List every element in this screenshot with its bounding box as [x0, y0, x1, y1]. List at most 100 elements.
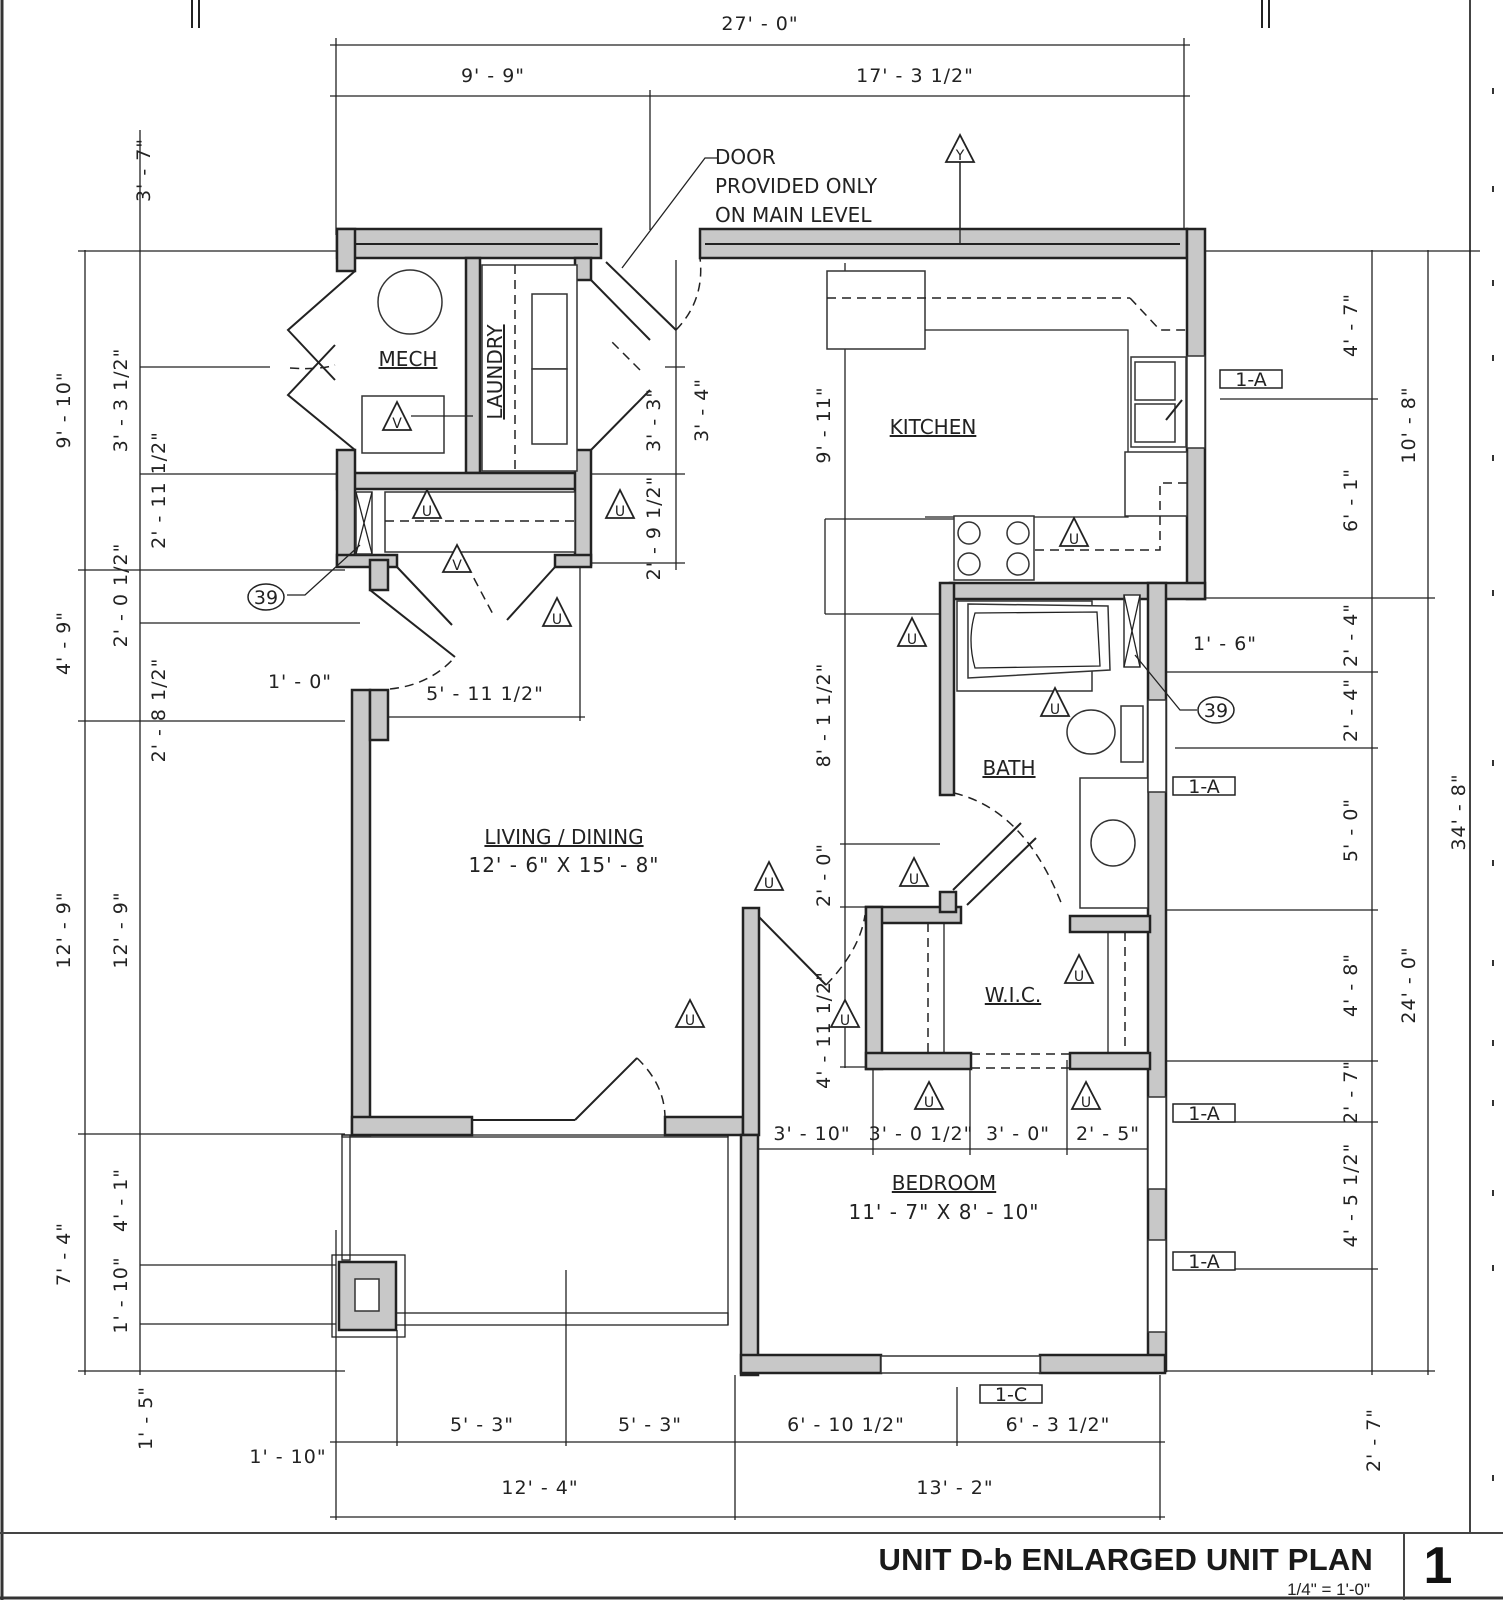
marker-u — [1063, 952, 1095, 984]
svg-text:U: U — [764, 876, 774, 892]
svg-text:17' - 3 1/2": 17' - 3 1/2" — [856, 65, 974, 87]
marker-v-mech — [381, 399, 413, 431]
svg-text:6' - 1": 6' - 1" — [1340, 468, 1362, 532]
svg-text:1' - 6": 1' - 6" — [1193, 633, 1257, 655]
water-heater — [377, 269, 443, 335]
fixtures — [331, 264, 1206, 1374]
svg-text:4' - 1": 4' - 1" — [110, 1168, 132, 1232]
room-label-laundry: LAUNDRY — [483, 324, 507, 420]
svg-text:Y: Y — [955, 148, 965, 164]
dimension-lines — [78, 38, 1480, 1520]
svg-text:3' - 3 1/2": 3' - 3 1/2" — [110, 348, 132, 453]
svg-text:5' - 0": 5' - 0" — [1340, 798, 1362, 862]
marker-u — [1039, 685, 1071, 717]
marker-u — [829, 998, 861, 1028]
svg-text:4' - 9": 4' - 9" — [53, 611, 75, 675]
svg-text:2' - 0": 2' - 0" — [813, 843, 835, 907]
drawing-scale: 1/4" = 1'-0" — [1287, 1580, 1370, 1599]
svg-text:3' - 0": 3' - 0" — [986, 1123, 1050, 1145]
svg-text:DOOR: DOOR — [715, 145, 776, 169]
svg-text:1-C: 1-C — [995, 1384, 1027, 1406]
room-label-living: LIVING / DINING — [484, 825, 643, 849]
svg-text:ON MAIN LEVEL: ON MAIN LEVEL — [715, 203, 872, 227]
marker-u — [896, 615, 928, 647]
svg-text:2' - 5": 2' - 5" — [1076, 1123, 1140, 1145]
svg-text:U: U — [924, 1095, 934, 1111]
svg-text:8' - 1 1/2": 8' - 1 1/2" — [813, 663, 835, 768]
svg-text:4' - 8": 4' - 8" — [1340, 953, 1362, 1017]
room-label-wic: W.I.C. — [985, 983, 1041, 1007]
svg-text:4' - 11 1/2": 4' - 11 1/2" — [813, 971, 835, 1089]
drawing-number-box: 1 — [1403, 1534, 1471, 1600]
dimension-text: 27' - 0" 9' - 9" 17' - 3 1/2" 9' - 10" 4… — [53, 13, 1470, 1499]
refrigerator — [826, 270, 926, 350]
svg-text:U: U — [1050, 702, 1060, 718]
washer — [531, 293, 568, 370]
marker-u — [898, 855, 930, 887]
svg-text:27' - 0": 27' - 0" — [721, 13, 798, 35]
svg-text:12' - 9": 12' - 9" — [53, 891, 75, 968]
marker-u — [604, 487, 636, 519]
svg-text:5' - 3": 5' - 3" — [450, 1414, 514, 1436]
svg-text:2' - 7": 2' - 7" — [1340, 1060, 1362, 1124]
svg-text:2' - 9 1/2": 2' - 9 1/2" — [643, 476, 665, 581]
svg-text:3' - 4": 3' - 4" — [691, 378, 713, 442]
svg-text:39: 39 — [254, 587, 278, 609]
drawing-number: 1 — [1423, 1537, 1453, 1595]
svg-text:4' - 5 1/2": 4' - 5 1/2" — [1340, 1143, 1362, 1248]
svg-text:U: U — [1074, 969, 1084, 985]
svg-text:6' - 3 1/2": 6' - 3 1/2" — [1006, 1414, 1111, 1436]
room-size-bedroom: 11' - 7" X 8' - 10" — [848, 1200, 1039, 1224]
svg-text:V: V — [452, 558, 462, 574]
marker-u — [1058, 515, 1090, 547]
svg-text:7' - 4": 7' - 4" — [53, 1222, 75, 1286]
room-label-bath: BATH — [982, 756, 1035, 780]
marker-letters: Y V V U U U U U U U U U U U U U — [392, 148, 1091, 1111]
svg-text:U: U — [1081, 1095, 1091, 1111]
svg-text:24' - 0": 24' - 0" — [1398, 946, 1420, 1023]
svg-text:U: U — [422, 504, 432, 520]
keynote-39-right: 39 — [1197, 696, 1235, 724]
elevation-markers — [381, 133, 1102, 1110]
svg-text:V: V — [392, 416, 402, 432]
svg-text:1-A: 1-A — [1188, 776, 1220, 798]
window-tag-1c: 1-C — [979, 1384, 1043, 1406]
marker-u — [541, 595, 573, 627]
window-tag-1a-bath: 1-A — [1172, 776, 1236, 798]
svg-text:U: U — [909, 872, 919, 888]
svg-text:U: U — [615, 504, 625, 520]
svg-text:13' - 2": 13' - 2" — [916, 1477, 993, 1499]
svg-text:3' - 7": 3' - 7" — [133, 138, 155, 202]
svg-text:U: U — [840, 1013, 850, 1029]
drawing-title: UNIT D-b ENLARGED UNIT PLAN — [878, 1542, 1373, 1577]
svg-text:U: U — [552, 612, 562, 628]
svg-text:3' - 10": 3' - 10" — [773, 1123, 850, 1145]
svg-text:10' - 8": 10' - 8" — [1398, 386, 1420, 463]
marker-u — [1070, 1080, 1102, 1110]
dryer — [531, 368, 568, 445]
room-label-kitchen: KITCHEN — [890, 415, 977, 439]
svg-text:3' - 0 1/2": 3' - 0 1/2" — [869, 1123, 974, 1145]
svg-text:U: U — [1069, 532, 1079, 548]
svg-text:5' - 3": 5' - 3" — [618, 1414, 682, 1436]
svg-text:12' - 4": 12' - 4" — [501, 1477, 578, 1499]
svg-text:34' - 8": 34' - 8" — [1448, 773, 1470, 850]
room-label-bedroom: BEDROOM — [892, 1171, 996, 1195]
marker-u — [913, 1080, 945, 1110]
svg-text:2' - 11 1/2": 2' - 11 1/2" — [148, 431, 170, 549]
window-tag-1a-bedroom-2: 1-A — [1172, 1251, 1236, 1273]
svg-text:9' - 9": 9' - 9" — [461, 65, 525, 87]
svg-text:39: 39 — [1204, 700, 1228, 722]
svg-text:2' - 4": 2' - 4" — [1340, 678, 1362, 742]
bathtub — [967, 603, 1111, 679]
svg-text:1-A: 1-A — [1235, 369, 1267, 391]
leader-lines — [287, 157, 1197, 711]
marker-v — [441, 543, 473, 573]
svg-text:5' - 11 1/2": 5' - 11 1/2" — [426, 683, 544, 705]
svg-text:1' - 10": 1' - 10" — [249, 1446, 326, 1468]
svg-text:1' - 0": 1' - 0" — [268, 671, 332, 693]
marker-u — [753, 859, 785, 891]
room-label-mech: MECH — [379, 347, 438, 371]
